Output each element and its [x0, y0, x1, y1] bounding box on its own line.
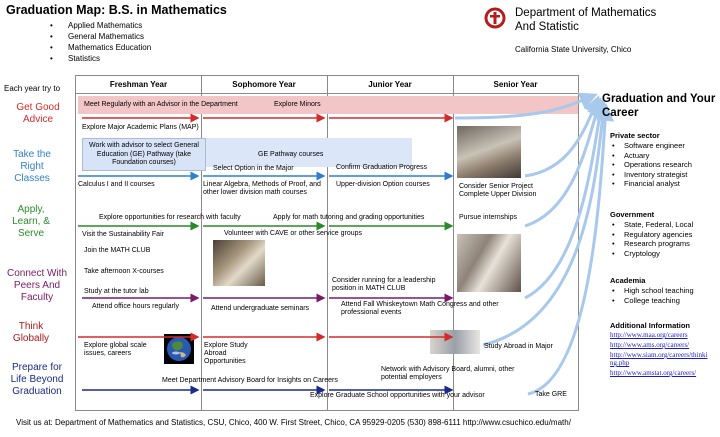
rows-intro: Each year try to: [4, 84, 61, 93]
activity-global-issues: Explore global scale issues, careers: [84, 342, 147, 357]
activity-internships: Pursue internships: [459, 214, 517, 221]
career-item: Inventory strategist: [610, 170, 692, 180]
activity-calculus: Calculus I and II courses: [78, 181, 155, 188]
study-group-photo: [213, 240, 265, 286]
column-header-junior: Junior Year: [327, 76, 453, 94]
career-private-title: Private sector: [610, 131, 660, 140]
career-item: College teaching: [610, 296, 694, 306]
major-option: General Mathematics: [50, 31, 151, 42]
column-header-freshman: Freshman Year: [76, 76, 201, 94]
career-item: Financial analyst: [610, 179, 692, 189]
activity-whiskeytown: Attend Fall Whiskeytown Math Congress an…: [341, 301, 499, 316]
activity-seminars: Attend undergraduate seminars: [211, 305, 310, 312]
career-link-ams[interactable]: http://www.ams.org/careers/: [610, 341, 690, 349]
activity-study-abroad: Study Abroad in Major: [484, 343, 553, 350]
landscape-photo: [430, 330, 480, 354]
column-divider: [327, 76, 328, 410]
activity-meet-advisor: Meet Regularly with an Advisor in the De…: [84, 101, 238, 108]
activity-confirm-graduation: Confirm Graduation Progress: [336, 164, 428, 171]
university-name: California State University, Chico: [515, 45, 632, 54]
career-item: High school teaching: [610, 286, 694, 296]
career-item: Operations research: [610, 160, 692, 170]
career-item: Cryptology: [610, 249, 693, 259]
activity-gre: Take GRE: [535, 391, 567, 398]
activity-math-club: Join the MATH CLUB: [84, 247, 151, 254]
activity-select-option: Select Option in the Major: [213, 165, 294, 172]
page-title: Graduation Map: B.S. in Mathematics: [6, 3, 227, 17]
students-photo: [457, 126, 521, 178]
activity-sustainability-fair: Visit the Sustainability Fair: [82, 231, 164, 238]
career-title: Graduation and Your Career: [602, 93, 716, 119]
activity-network: Network with Advisory Board, alumni, oth…: [381, 366, 515, 381]
footer-contact: Visit us at: Department of Mathematics a…: [16, 418, 571, 427]
activity-volunteer: Volunteer with CAVE or other service gro…: [224, 230, 362, 237]
row-label-apply-learn: Apply, Learn, & Serve: [12, 204, 50, 239]
activity-explore-minors: Explore Minors: [274, 101, 321, 108]
column-divider: [201, 76, 202, 410]
activity-leadership: Consider running for a leadership positi…: [332, 277, 436, 292]
career-academia-list: High school teaching College teaching: [610, 286, 694, 305]
career-private-list: Software engineer Actuary Operations res…: [610, 141, 692, 189]
department-name: Department of Mathematics And Statistic: [515, 7, 657, 33]
activity-office-hours: Attend office hours regularly: [92, 303, 180, 310]
university-seal-icon: [484, 7, 506, 29]
career-item: Research programs: [610, 239, 693, 249]
activity-ge-pathway: GE Pathway courses: [258, 151, 324, 158]
activity-apply-tutoring: Apply for math tutoring and grading oppo…: [273, 214, 425, 221]
activity-tutor-lab: Study at the tutor lab: [84, 288, 149, 295]
row-label-good-advice: Get Good Advice: [16, 102, 60, 125]
column-header-sophomore: Sophomore Year: [201, 76, 327, 94]
major-option: Statistics: [50, 53, 151, 64]
column-header-senior: Senior Year: [453, 76, 578, 94]
activity-upper-division: Upper-division Option courses: [336, 181, 430, 188]
activity-grad-school: Explore Graduate School opportunities wi…: [310, 392, 485, 399]
activity-explore-research: Explore opportunities for research with …: [99, 214, 241, 221]
career-item: Actuary: [610, 151, 692, 161]
major-option: Mathematics Education: [50, 42, 151, 53]
classroom-photo: [457, 234, 521, 292]
activity-senior-project: Consider Senior Project Complete Upper D…: [459, 183, 537, 198]
career-link-siam[interactable]: http://www.siam.org/careers/thinking.php: [610, 351, 708, 367]
major-options-list: Applied Mathematics General Mathematics …: [50, 20, 151, 64]
row-label-think-globally: Think Globally: [12, 321, 50, 344]
activity-explore-plans: Explore Major Academic Plans (MAP): [82, 124, 199, 131]
career-item: Regulatory agencies: [610, 230, 693, 240]
major-option: Applied Mathematics: [50, 20, 151, 31]
activity-linear-algebra: Linear Algebra, Methods of Proof, and ot…: [203, 181, 321, 196]
advisor-band: [78, 96, 578, 114]
career-link-amstat[interactable]: http://www.amstat.org/careers/: [610, 369, 697, 377]
row-label-prepare: Prepare for Life Beyond Graduation: [10, 362, 64, 397]
activity-advisory-board: Meet Department Advisory Board for Insig…: [162, 377, 338, 384]
career-link-maa[interactable]: http://www.maa.org/careers: [610, 331, 688, 339]
career-academia-title: Academia: [610, 276, 646, 285]
activity-study-abroad-opportunities: Explore Study Abroad Opportunities: [204, 342, 248, 365]
career-government-list: State, Federal, Local Regulatory agencie…: [610, 220, 693, 258]
row-label-right-classes: Take the Right Classes: [13, 149, 51, 184]
ge-advisor-box: Work with advisor to select General Educ…: [82, 138, 206, 171]
career-item: State, Federal, Local: [610, 220, 693, 230]
row-label-connect: Connect With Peers And Faculty: [6, 268, 68, 303]
column-divider: [453, 76, 454, 410]
globe-icon: [164, 334, 194, 364]
career-item: Software engineer: [610, 141, 692, 151]
activity-x-courses: Take afternoon X-courses: [84, 268, 164, 275]
career-info-title: Additional Information: [610, 321, 690, 330]
career-government-title: Government: [610, 210, 655, 219]
